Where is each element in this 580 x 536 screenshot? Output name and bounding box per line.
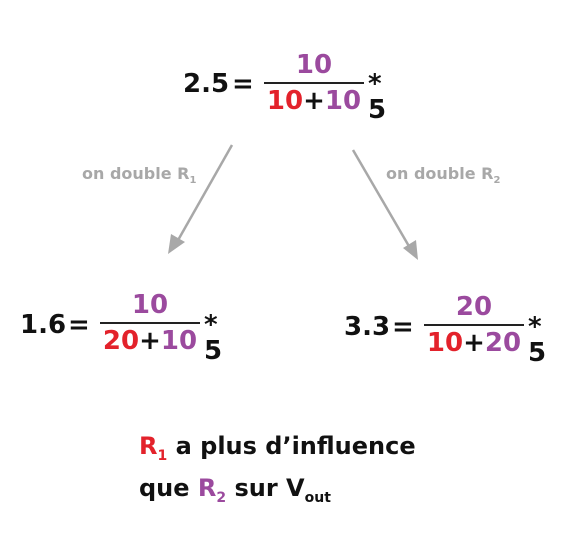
arrow-right-subscript: 2 bbox=[493, 175, 501, 186]
numerator-r2: 10 bbox=[131, 290, 169, 320]
arrow-left-label: on double R1 bbox=[82, 164, 196, 186]
vout-subscript: out bbox=[304, 490, 331, 506]
plus-sign: + bbox=[463, 328, 485, 358]
equation-left-result: 1.6 bbox=[20, 310, 67, 340]
conclusion-text-1: a plus d’influence bbox=[167, 432, 416, 460]
equals-sign: = bbox=[232, 69, 254, 99]
arrow-left-text: on double R bbox=[82, 164, 190, 183]
conclusion-line-1: R1 a plus d’influence bbox=[139, 434, 416, 463]
denominator: 20+10 bbox=[100, 328, 200, 354]
conclusion-text-2a: que bbox=[139, 474, 198, 502]
equation-top-result: 2.5 bbox=[183, 69, 230, 99]
arrow-right-text: on double R bbox=[386, 164, 494, 183]
multiplier: * 5 bbox=[204, 310, 223, 366]
denominator-r2: 10 bbox=[160, 326, 198, 356]
r1-subscript: 1 bbox=[157, 448, 168, 464]
denominator: 10+20 bbox=[424, 330, 524, 356]
multiplier: * 5 bbox=[528, 312, 547, 368]
equation-right-result: 3.3 bbox=[344, 312, 391, 342]
conclusion-line-2: que R2 sur Vout bbox=[139, 476, 331, 505]
arrow-right bbox=[351, 149, 418, 260]
r2-symbol: R bbox=[197, 474, 217, 502]
fraction-top: 10 10+10 bbox=[264, 52, 364, 116]
fraction-right: 20 10+20 bbox=[424, 294, 524, 358]
r2-subscript: 2 bbox=[216, 490, 227, 506]
arrow-left-subscript: 1 bbox=[189, 175, 197, 186]
fraction-left: 10 20+10 bbox=[100, 292, 200, 356]
numerator-r2: 10 bbox=[295, 50, 333, 80]
fraction-bar bbox=[264, 82, 364, 84]
equals-sign: = bbox=[392, 312, 414, 342]
conclusion-text-2b: sur V bbox=[226, 474, 305, 502]
numerator-r2: 20 bbox=[455, 292, 493, 322]
equals-sign: = bbox=[68, 310, 90, 340]
denominator-r1: 10 bbox=[426, 328, 464, 358]
denominator-r2: 10 bbox=[324, 86, 362, 116]
fraction-bar bbox=[424, 324, 524, 326]
plus-sign: + bbox=[139, 326, 161, 356]
denominator-r1: 20 bbox=[102, 326, 140, 356]
denominator-r2: 20 bbox=[484, 328, 522, 358]
denominator: 10+10 bbox=[264, 88, 364, 114]
denominator-r1: 10 bbox=[266, 86, 304, 116]
arrow-left bbox=[168, 144, 234, 254]
multiplier: * 5 bbox=[368, 69, 387, 125]
r1-symbol: R bbox=[139, 432, 158, 460]
plus-sign: + bbox=[303, 86, 325, 116]
fraction-bar bbox=[100, 322, 200, 324]
arrow-right-label: on double R2 bbox=[386, 164, 500, 186]
